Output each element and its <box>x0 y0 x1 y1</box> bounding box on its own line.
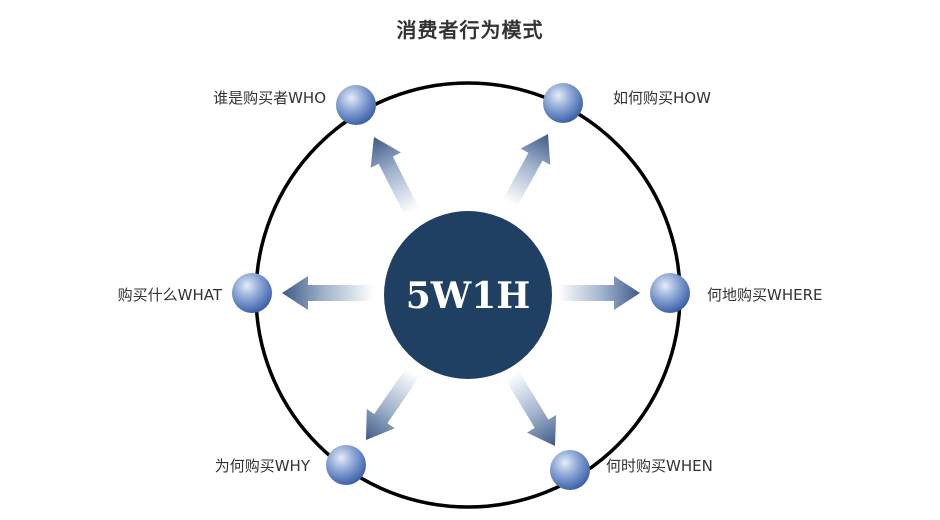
node-where-sphere <box>650 273 690 313</box>
node-how <box>543 83 583 123</box>
node-label-where: 何地购买WHERE <box>707 286 823 304</box>
node-why <box>326 445 366 485</box>
node-what-sphere <box>232 273 272 313</box>
arrow-how <box>503 134 551 207</box>
node-where <box>650 273 690 313</box>
node-when <box>550 450 590 490</box>
center-circle <box>384 211 552 379</box>
node-label-when: 何时购买WHEN <box>606 457 713 475</box>
arrow-what <box>282 276 374 310</box>
center-label: 5W1H <box>406 275 531 317</box>
node-who <box>336 85 376 125</box>
node-what <box>232 273 272 313</box>
node-why-sphere <box>326 445 366 485</box>
node-label-what: 购买什么WHAT <box>117 286 222 304</box>
arrow-where <box>558 276 640 310</box>
page-title: 消费者行为模式 <box>396 18 544 42</box>
arrow-why <box>366 367 420 440</box>
node-label-why: 为何购买WHY <box>214 457 310 475</box>
node-how-sphere <box>543 83 583 123</box>
arrows <box>282 134 640 446</box>
node-label-who: 谁是购买者WHO <box>213 89 326 107</box>
arrow-when <box>505 370 557 446</box>
center-hub: 5W1H <box>384 211 552 379</box>
node-label-how: 如何购买HOW <box>613 89 711 107</box>
node-who-sphere <box>336 85 376 125</box>
node-when-sphere <box>550 450 590 490</box>
arrow-who <box>370 137 420 216</box>
